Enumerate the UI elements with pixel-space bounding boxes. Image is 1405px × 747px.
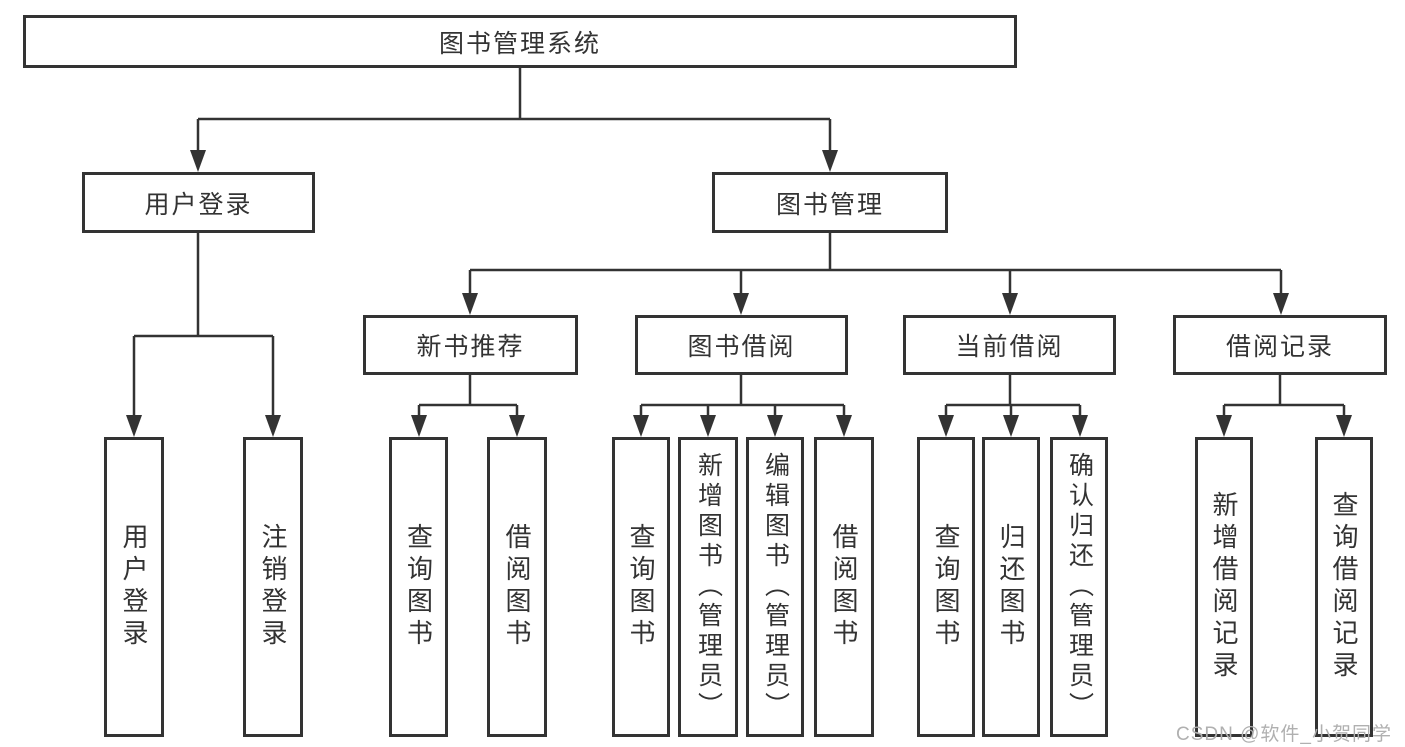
node-label: 图书借阅 [687,333,796,361]
leaf-user-login: 用户登录 [104,437,164,737]
node-current-borrowing: 当前借阅 [903,315,1116,375]
node-label: 新增图书（管理员） [694,452,723,722]
leaf-query-books-current: 查询图书 [917,437,975,737]
leaf-add-books-admin: 新增图书（管理员） [678,437,738,737]
node-label: 注销登录 [258,523,288,651]
leaf-return-books: 归还图书 [982,437,1040,737]
leaf-query-books-recommend: 查询图书 [389,437,448,737]
node-label: 新书推荐 [416,333,525,361]
node-label: 查询借阅记录 [1329,491,1359,683]
leaf-borrow-books-recommend: 借阅图书 [487,437,547,737]
arrowhead-icons [126,150,1352,437]
leaf-borrow-books: 借阅图书 [814,437,874,737]
leaf-add-borrow-record: 新增借阅记录 [1195,437,1253,737]
leaf-confirm-return-admin: 确认归还（管理员） [1050,437,1108,737]
node-label: 当前借阅 [955,333,1064,361]
node-label: 借阅记录 [1225,333,1334,361]
leaf-logout: 注销登录 [243,437,303,737]
node-label: 查询图书 [931,523,961,651]
node-label: 确认归还（管理员） [1065,452,1094,722]
node-book-borrowing: 图书借阅 [635,315,848,375]
node-label: 用户登录 [144,190,253,219]
node-user-login: 用户登录 [82,172,315,233]
node-label: 图书管理 [775,190,884,219]
node-label: 编辑图书（管理员） [761,452,790,722]
node-book-management: 图书管理 [712,172,948,233]
leaf-edit-books-admin: 编辑图书（管理员） [746,437,804,737]
node-label: 归还图书 [996,523,1026,651]
node-label: 借阅图书 [829,523,859,651]
leaf-query-books-borrowing: 查询图书 [612,437,670,737]
node-label: 新增借阅记录 [1209,491,1239,683]
node-label: 借阅图书 [502,523,532,651]
node-borrowing-records: 借阅记录 [1173,315,1387,375]
node-root-library-system: 图书管理系统 [23,15,1017,68]
node-label: 查询图书 [403,523,434,651]
node-label: 用户登录 [119,523,149,651]
node-new-book-recommend: 新书推荐 [363,315,578,375]
leaf-query-borrow-record: 查询借阅记录 [1315,437,1373,737]
node-label: 图书管理系统 [438,29,601,58]
node-label: 查询图书 [626,523,656,651]
